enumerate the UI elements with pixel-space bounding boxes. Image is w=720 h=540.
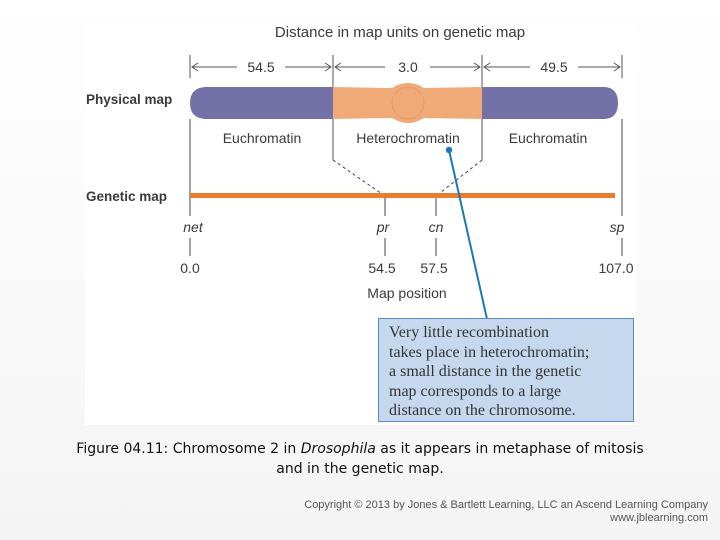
distance-label-left: 54.5 xyxy=(247,59,274,75)
map-position-label: Map position xyxy=(367,285,446,301)
diagram-title: Distance in map units on genetic map xyxy=(275,24,525,41)
copyright-notice: Copyright © 2013 by Jones & Bartlett Lea… xyxy=(304,499,708,525)
caption-species: Drosophila xyxy=(301,441,376,457)
callout-line-3: a small distance in the genetic xyxy=(389,362,625,382)
recombination-callout: Very little recombination takes place in… xyxy=(378,318,634,422)
distance-label-right: 49.5 xyxy=(540,59,567,75)
copyright-url: www.jblearning.com xyxy=(610,512,708,524)
gene-label-pr: pr xyxy=(376,219,391,235)
callout-line-5: distance on the chromosome. xyxy=(389,401,625,421)
caption-line-2: and in the genetic map. xyxy=(276,461,444,477)
euchromatin-right-region xyxy=(482,87,618,119)
euchromatin-left-region xyxy=(190,87,333,119)
genetic-map-bar xyxy=(190,193,615,198)
euchromatin-right-label: Euchromatin xyxy=(509,130,588,146)
position-label-net: 0.0 xyxy=(180,260,200,276)
genetic-map-label: Genetic map xyxy=(86,189,167,204)
callout-line-2: takes place in heterochromatin; xyxy=(389,343,625,363)
callout-line-1: Very little recombination xyxy=(389,323,625,343)
marker-ticks xyxy=(190,238,622,256)
copyright-line-1: Copyright © 2013 by Jones & Bartlett Lea… xyxy=(304,499,708,511)
position-label-cn: 57.5 xyxy=(420,260,447,276)
centromere xyxy=(392,87,424,119)
figure-caption: Figure 04.11: Chromosome 2 in Drosophila… xyxy=(40,439,680,479)
callout-pointer-dot xyxy=(446,147,452,153)
position-label-sp: 107.0 xyxy=(598,260,633,276)
caption-suffix: as it appears in metaphase of mitosis xyxy=(376,441,644,457)
heterochromatin-label: Heterochromatin xyxy=(356,130,460,146)
gene-label-cn: cn xyxy=(429,219,444,235)
callout-line-4: map corresponds to a large xyxy=(389,382,625,402)
callout-pointer xyxy=(449,150,487,319)
gene-label-sp: sp xyxy=(610,219,625,235)
position-label-pr: 54.5 xyxy=(368,260,395,276)
distance-label-middle: 3.0 xyxy=(398,59,418,75)
caption-prefix: Figure 04.11: Chromosome 2 in xyxy=(76,441,300,457)
euchromatin-left-label: Euchromatin xyxy=(223,130,302,146)
physical-map-label: Physical map xyxy=(86,92,172,107)
gene-label-net: net xyxy=(183,219,204,235)
